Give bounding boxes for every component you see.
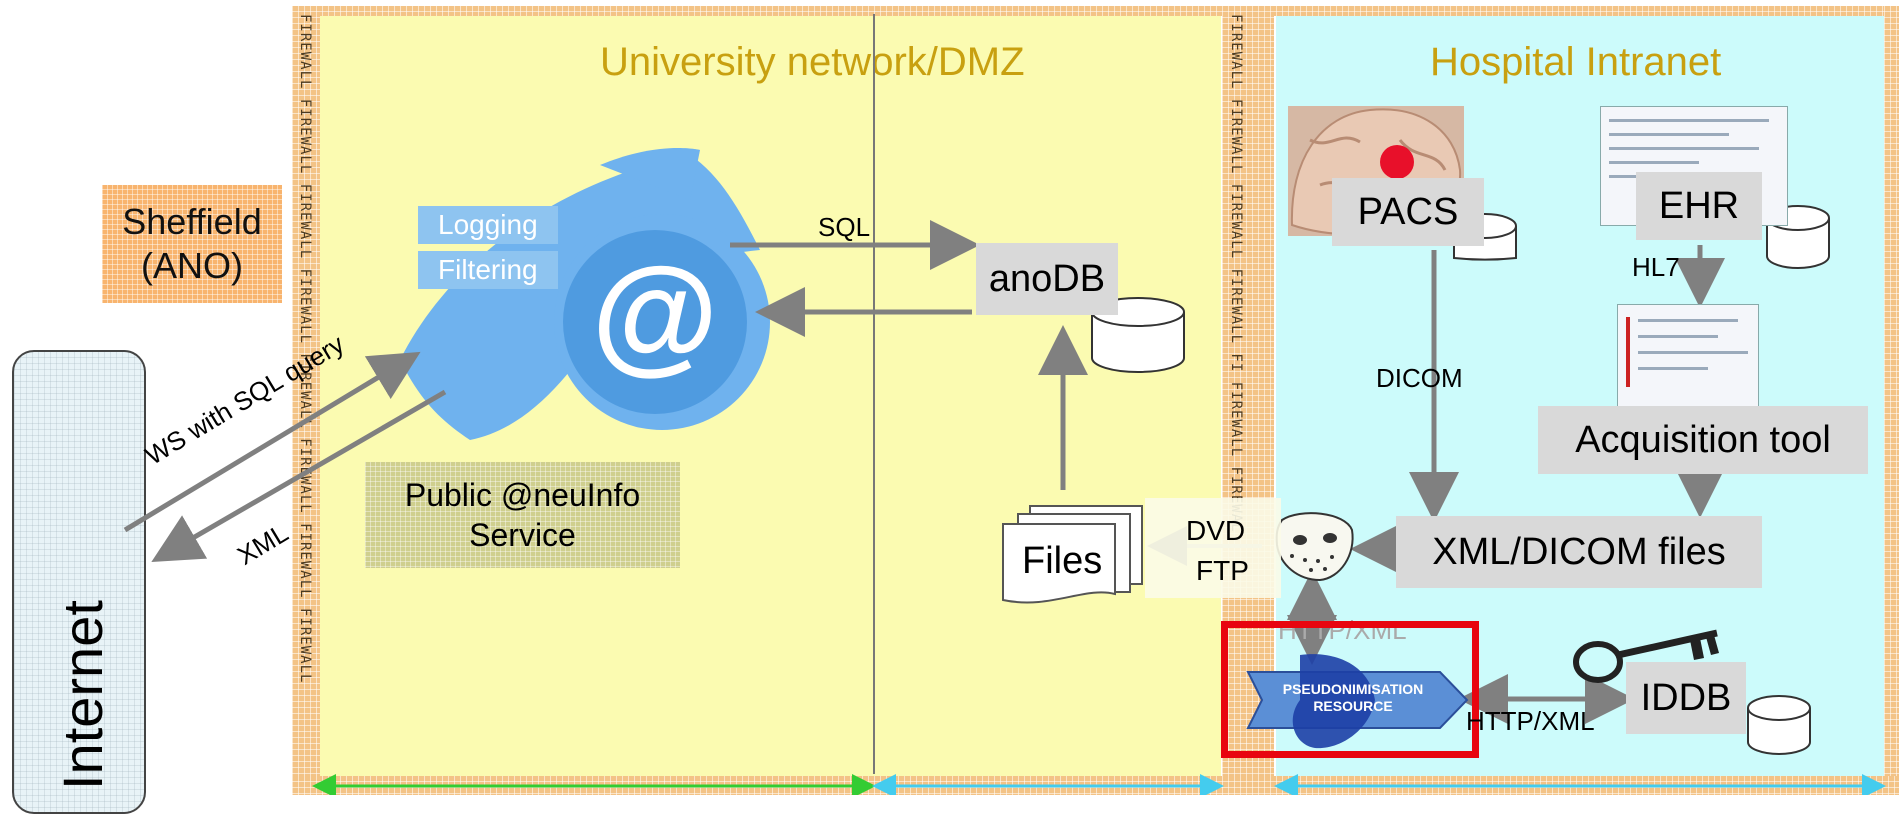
xml-dicom-files-box: XML/DICOM files <box>1396 516 1762 588</box>
firewall-right <box>1884 6 1899 795</box>
firewall-top <box>292 6 1899 16</box>
svg-text:@: @ <box>592 240 719 386</box>
acquisition-tool-label: Acquisition tool <box>1575 418 1831 461</box>
pseudonymisation-label: PSEUDONIMISATION <box>1282 681 1424 697</box>
firewall-middle: FIREWALL FIREWALL FIREWALL FIREWALL FI F… <box>1222 6 1274 795</box>
internet-box <box>12 350 146 814</box>
anodb-label: anoDB <box>988 257 1106 300</box>
dicom-label: DICOM <box>1376 363 1463 393</box>
dvd-ftp-background <box>1145 498 1281 598</box>
firewall-label-left: FIREWALL FIREWALL FIREWALL FIREWALL FIRE… <box>297 14 313 684</box>
key-icon <box>1573 629 1719 683</box>
public-service-sublabel: Service <box>469 517 576 553</box>
files-stack-icon <box>1002 505 1143 604</box>
xml-dicom-files-label: XML/DICOM files <box>1432 530 1726 573</box>
neuinfo-logo: @ <box>400 148 770 440</box>
pacs-box: PACS <box>1332 178 1484 246</box>
http-xml-label: HTTP/XML <box>1466 706 1595 736</box>
ftp-label: FTP <box>1196 555 1249 586</box>
iddb-box: IDDB <box>1626 662 1746 734</box>
hockey-mask-icon <box>1275 512 1354 582</box>
files-label: Files <box>1022 540 1103 582</box>
sql-label: SQL <box>818 212 871 242</box>
resource-label: RESOURCE <box>1313 698 1393 714</box>
pseudonymisation-resource-icon <box>1246 654 1469 749</box>
sheffield-label: Sheffield <box>122 201 262 242</box>
pseudonymisation-highlight-frame <box>1221 621 1479 758</box>
anodb-box: anoDB <box>976 243 1118 315</box>
firewall-label-middle: FIREWALL FIREWALL FIREWALL FIREWALL FI F… <box>1228 14 1244 533</box>
sheffield-subtitle: (ANO) <box>141 245 243 286</box>
http-xml-faint-label: HTTP/XML <box>1278 615 1407 645</box>
filtering-label: Filtering <box>418 251 558 289</box>
pacs-label: PACS <box>1357 190 1459 233</box>
iddb-cylinder-icon <box>1747 695 1811 755</box>
dvd-label: DVD <box>1186 515 1246 546</box>
ehr-box: EHR <box>1636 172 1762 240</box>
acquisition-screenshot-thumbnail <box>1617 304 1759 411</box>
iddb-label: IDDB <box>1640 676 1732 719</box>
university-zone-title: University network/DMZ <box>600 40 1025 84</box>
hospital-zone-title: Hospital Intranet <box>1430 40 1722 84</box>
ehr-label: EHR <box>1658 184 1740 227</box>
firewall-left: FIREWALL FIREWALL FIREWALL FIREWALL FIRE… <box>292 6 320 795</box>
logging-label: Logging <box>418 206 558 244</box>
sheffield-ano-box: Sheffield (ANO) <box>102 185 282 303</box>
public-service-label: Public @neuInfo <box>404 477 641 513</box>
dmz-divider <box>873 14 875 774</box>
public-neuinfo-service-box: Public @neuInfo Service <box>365 462 680 568</box>
acquisition-tool-box: Acquisition tool <box>1538 406 1868 474</box>
hl7-label: HL7 <box>1632 252 1680 282</box>
